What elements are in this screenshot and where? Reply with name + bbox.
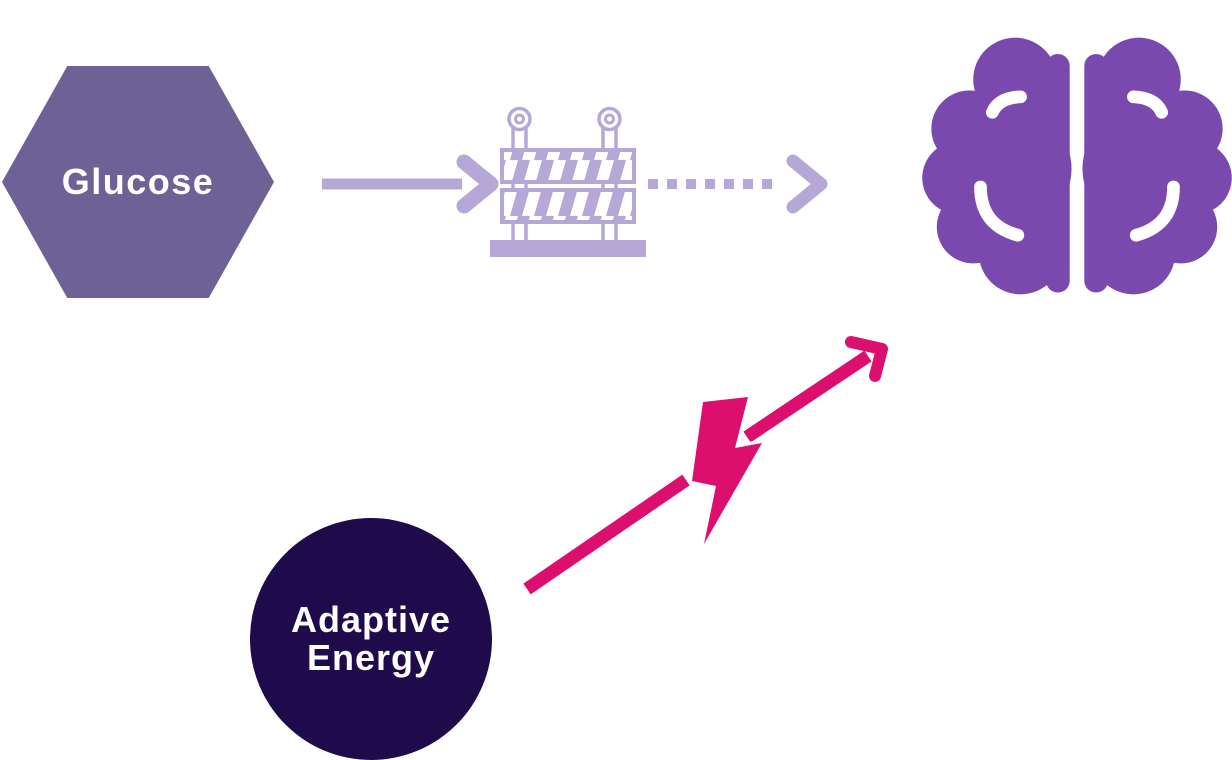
adaptive-energy-label-line1: Adaptive [290, 599, 452, 640]
adaptive-energy-arrow [523, 336, 888, 595]
glucose-arrow [322, 154, 499, 214]
lightning-icon [688, 393, 766, 548]
glucose-label: Glucose [61, 161, 215, 202]
glucose-node: Glucose [2, 66, 274, 298]
adaptive-energy-label-line2: Energy [306, 637, 436, 678]
brain-icon [922, 34, 1232, 298]
adaptive-energy-node: Adaptive Energy [250, 518, 492, 760]
arrowhead [845, 336, 888, 382]
blocked-dashed-arrow [648, 154, 828, 214]
barricade-icon [490, 106, 646, 257]
